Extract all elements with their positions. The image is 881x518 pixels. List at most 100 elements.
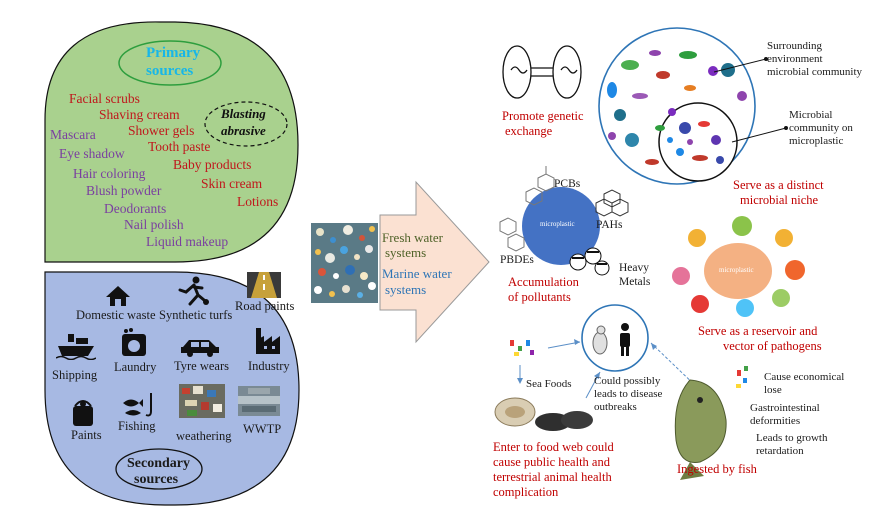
label-synthetic-turfs: Synthetic turfs (159, 308, 233, 322)
genetic-exchange-cells (502, 45, 582, 99)
label-fishing: Fishing (118, 419, 156, 433)
label-industry: Industry (248, 359, 290, 373)
community-pointer (731, 127, 787, 143)
fresh-water-line1: Fresh water (382, 230, 444, 245)
blasting-line2: abrasive (221, 123, 266, 138)
road-icon (247, 272, 281, 298)
growth-line1: Leads to growth (756, 432, 828, 444)
human-bird-circle (581, 304, 649, 372)
heavy-line1: Heavy (619, 262, 650, 274)
item-eye-shadow: Eye shadow (59, 146, 125, 161)
foodweb-line1: Enter to food web could (493, 440, 614, 454)
blasting-ellipse (204, 101, 288, 147)
community-line2: community on (789, 122, 853, 134)
gastro-line1: Gastrointestinal (750, 402, 820, 414)
item-lotions: Lotions (237, 194, 279, 209)
label-shipping: Shipping (52, 368, 98, 382)
disease-line2: leads to disease (594, 388, 663, 400)
factory-icon (256, 328, 280, 354)
item-mascara: Mascara (50, 127, 96, 142)
pbde-structure (499, 217, 525, 252)
weathering-photo (179, 384, 225, 418)
item-deodorants: Deodorants (104, 201, 167, 216)
label-pcbs: PCBs (554, 178, 581, 190)
disease-line3: outbreaks (594, 401, 637, 413)
item-nail-polish: Nail polish (124, 217, 184, 232)
label-laundry: Laundry (114, 360, 157, 374)
surrounding-line1: Surrounding (767, 40, 822, 52)
label-weathering: weathering (176, 429, 232, 443)
secondary-title-line2: sources (134, 472, 179, 487)
oyster-image (494, 397, 536, 427)
community-line3: microplastic (789, 135, 844, 147)
microplastic-label-blue: microplastic (540, 220, 575, 228)
item-blush-powder: Blush powder (86, 183, 162, 198)
microbes-outer (607, 50, 747, 165)
label-pahs: PAHs (596, 219, 623, 231)
ship-icon (56, 334, 96, 360)
laundry-icon (122, 328, 146, 356)
surrounding-pointer (713, 58, 767, 73)
accum-line1: Accumulation (508, 275, 579, 289)
foodweb-line4: complication (493, 485, 559, 499)
label-pbdes: PBDEs (500, 254, 534, 266)
label-paints: Paints (71, 428, 102, 442)
foodweb-line2: cause public health and (493, 455, 610, 469)
pathogen-ellipse (704, 243, 772, 299)
item-liquid-makeup: Liquid makeup (146, 234, 229, 249)
accum-line2: of pollutants (508, 290, 571, 304)
pcb-structure (525, 166, 555, 206)
heavy-metal-faces (569, 247, 610, 276)
econ-line1: Cause economical (764, 371, 845, 383)
secondary-title-ellipse (115, 448, 203, 490)
primary-title-line2: sources (146, 63, 194, 79)
niche-line2: microbial niche (740, 193, 819, 207)
microbes-inner (667, 121, 724, 164)
person-icon (620, 323, 630, 356)
blasting-line1: Blasting (221, 106, 266, 121)
label-domestic-waste: Domestic waste (76, 308, 156, 322)
surrounding-line2: environment (767, 53, 823, 65)
primary-title-line1: Primary (146, 45, 201, 61)
gastro-line2: deformities (750, 415, 801, 427)
seagull-icon (592, 325, 608, 355)
item-skin-cream: Skin cream (201, 176, 263, 191)
marine-water-line2: systems (385, 282, 427, 297)
pah-structure (595, 189, 629, 217)
disease-line1: Could possibly (594, 375, 661, 387)
item-tooth-paste: Tooth paste (148, 139, 211, 154)
label-road-paints: Road paints (235, 299, 295, 313)
transport-arrow (379, 180, 490, 344)
reservoir-line1: Serve as a reservoir and (698, 324, 818, 338)
surrounding-line3: microbial community (767, 66, 863, 78)
microplastic-photo (311, 223, 378, 303)
item-facial-scrubs: Facial scrubs (69, 91, 140, 106)
community-line1: Microbial (789, 109, 833, 121)
fishing-icon (123, 393, 152, 417)
econ-line2: lose (764, 384, 782, 396)
microplastic-pieces-1 (510, 340, 534, 356)
marine-water-line1: Marine water (382, 266, 452, 281)
secondary-title-line1: Secondary (127, 456, 190, 471)
mussel-image (535, 411, 593, 431)
microplastic-label-orange: microplastic (719, 266, 754, 274)
item-baby-products: Baby products (173, 157, 252, 172)
house-icon (106, 286, 130, 306)
genetic-line1: Promote genetic (502, 109, 584, 123)
runner-icon (178, 276, 209, 306)
wwtp-photo (238, 386, 280, 416)
label-wwtp: WWTP (243, 422, 282, 436)
heavy-line2: Metals (619, 276, 651, 288)
car-icon (181, 340, 219, 357)
item-shower-gels: Shower gels (128, 123, 195, 138)
ingested-label: Ingested by fish (677, 462, 757, 476)
genetic-line2: exchange (505, 124, 553, 138)
primary-title-ellipse (118, 40, 222, 86)
item-shaving-cream: Shaving cream (99, 107, 180, 122)
reservoir-line2: vector of pathogens (723, 339, 822, 353)
label-seafoods: Sea Foods (526, 378, 572, 390)
fresh-water-line2: systems (385, 245, 427, 260)
microplastic-blue-circle (522, 187, 600, 265)
pathogen-microbes (672, 216, 805, 317)
